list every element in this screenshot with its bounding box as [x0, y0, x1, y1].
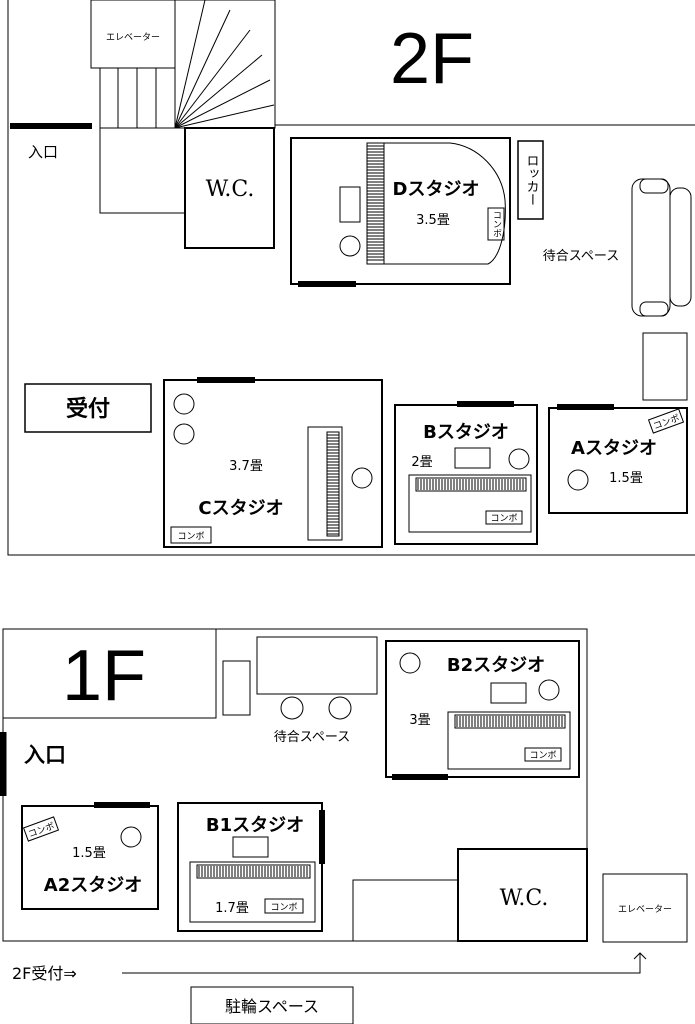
wc-2f-label: W.C. [206, 177, 255, 202]
studio-b-size: 2畳 [411, 455, 432, 470]
studio-a-size: 1.5畳 [609, 471, 643, 486]
studio-b2-keyboard [447, 711, 571, 770]
studio-a2-size: 1.5畳 [72, 846, 106, 861]
entrance-2f-label: 入口 [28, 143, 58, 161]
studio-d-combo [487, 207, 505, 241]
floor-1f-title: 1F [62, 636, 146, 716]
studio-b1-keyboard [189, 861, 316, 923]
landing-2f [99, 127, 186, 214]
bicycle-space [190, 986, 354, 1024]
studio-d-amp [339, 186, 361, 223]
sofa-2f [631, 178, 671, 317]
studio-b1-name: B1スタジオ [206, 815, 304, 836]
studio-a-combo-label: コンボ [652, 413, 681, 433]
studio-a [548, 407, 688, 514]
studio-a2-combo-label: コンボ [27, 821, 56, 841]
locker [517, 140, 544, 220]
wc-1f-label: W.C. [500, 886, 549, 911]
studio-a-combo [647, 408, 685, 434]
locker-label: ロッカー [524, 154, 539, 206]
studio-a2-combo [22, 816, 60, 842]
floor-1f-title-block [2, 628, 217, 719]
studio-c [163, 379, 383, 548]
floor-2f [7, 0, 695, 556]
studio-b-keyboard [408, 474, 532, 533]
studio-c-combo [170, 526, 212, 544]
keys-pattern [198, 145, 563, 877]
wc-1f [457, 848, 588, 942]
grand-piano [366, 142, 506, 265]
elevator-2f-label: エレベーター [106, 32, 160, 43]
studio-b2-combo-label: コンボ [529, 750, 556, 761]
studio-a2 [21, 805, 159, 910]
studio-b2-size: 3畳 [409, 713, 430, 728]
elevator-1f-label: エレベーター [618, 904, 672, 915]
elevator-1f [602, 873, 688, 943]
studio-a2-name: A2スタジオ [44, 875, 142, 896]
studio-b2-name: B2スタジオ [447, 655, 545, 676]
studio-d-size: 3.5畳 [416, 213, 450, 228]
studio-d-combo-label: コンボ [491, 211, 502, 238]
studio-d-name: Dスタジオ [393, 179, 480, 200]
studio-c-name: Cスタジオ [198, 498, 283, 519]
route-arrow [122, 953, 641, 974]
reception-label: 受付 [66, 396, 110, 422]
studio-b-name: Bスタジオ [423, 422, 509, 443]
floor-2f-title: 2F [390, 19, 474, 99]
floor-1f [0, 628, 688, 1024]
studio-a-name: Aスタジオ [571, 438, 657, 459]
floor-2f-outline [7, 0, 695, 556]
studio-b2 [385, 640, 580, 778]
waiting-2f-label: 待合スペース [543, 249, 619, 264]
studio-b1-combo-label: コンボ [270, 902, 297, 913]
wc-2f [184, 127, 275, 249]
studio-c-piano [307, 426, 343, 541]
bicycle-space-label: 駐輪スペース [225, 997, 319, 1016]
studio-b-combo-label: コンボ [490, 513, 517, 524]
table-1f [256, 636, 378, 695]
studio-c-combo-label: コンボ [177, 531, 204, 542]
reception-counter [24, 383, 152, 433]
to-reception-label: 2F受付⇒ [12, 964, 77, 983]
studio-d [290, 137, 511, 285]
studio-c-size: 3.7畳 [229, 459, 263, 474]
studio-d-stool [339, 235, 361, 257]
studio-b1 [177, 802, 323, 932]
waiting-1f-label: 待合スペース [274, 730, 350, 745]
studio-b1-size: 1.7畳 [215, 901, 249, 916]
entrance-1f-label: 入口 [24, 743, 66, 767]
table-2f [642, 332, 688, 401]
